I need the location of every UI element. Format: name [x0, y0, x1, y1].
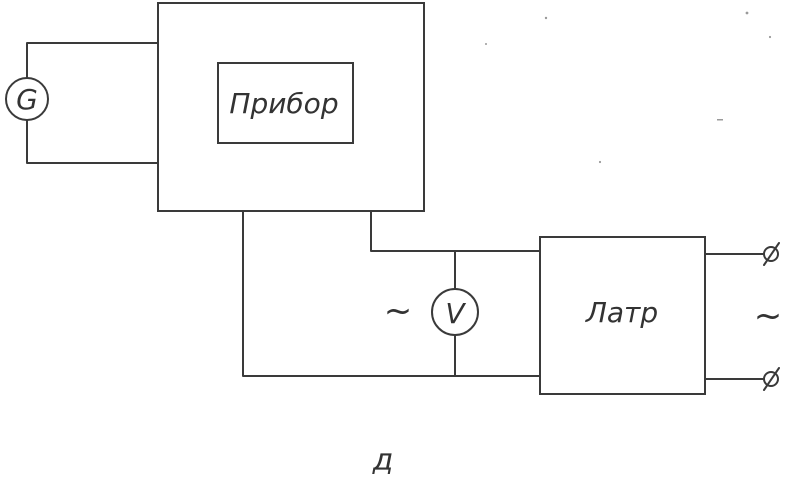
- latr-box: [539, 236, 706, 395]
- terminal-bottom-icon: [763, 367, 780, 391]
- scan-speck: [598, 160, 602, 164]
- latr-label: Латр: [585, 296, 658, 329]
- scan-speck: [544, 16, 548, 20]
- voltmeter-icon: [431, 288, 479, 336]
- device-label-box: [217, 62, 354, 144]
- generator-icon: [5, 77, 49, 121]
- scan-speck: [768, 35, 772, 39]
- device-outer-box: [157, 2, 425, 212]
- figure-caption: д: [372, 443, 394, 478]
- device-label: Прибор: [229, 87, 338, 120]
- scan-speck: [717, 119, 723, 121]
- device-right-output-wire: [370, 210, 541, 252]
- ac-symbol-right: ~: [754, 296, 783, 336]
- voltmeter-symbol: V: [445, 297, 466, 330]
- generator-bottom-wire: [26, 117, 159, 164]
- device-left-output-wire: [242, 210, 541, 377]
- generator-symbol: G: [16, 83, 38, 116]
- ac-symbol-left: ~: [384, 291, 413, 331]
- terminal-top-icon: [763, 242, 780, 266]
- scan-speck: [485, 43, 487, 45]
- generator-top-wire: [26, 42, 159, 81]
- scan-speck: [745, 11, 749, 15]
